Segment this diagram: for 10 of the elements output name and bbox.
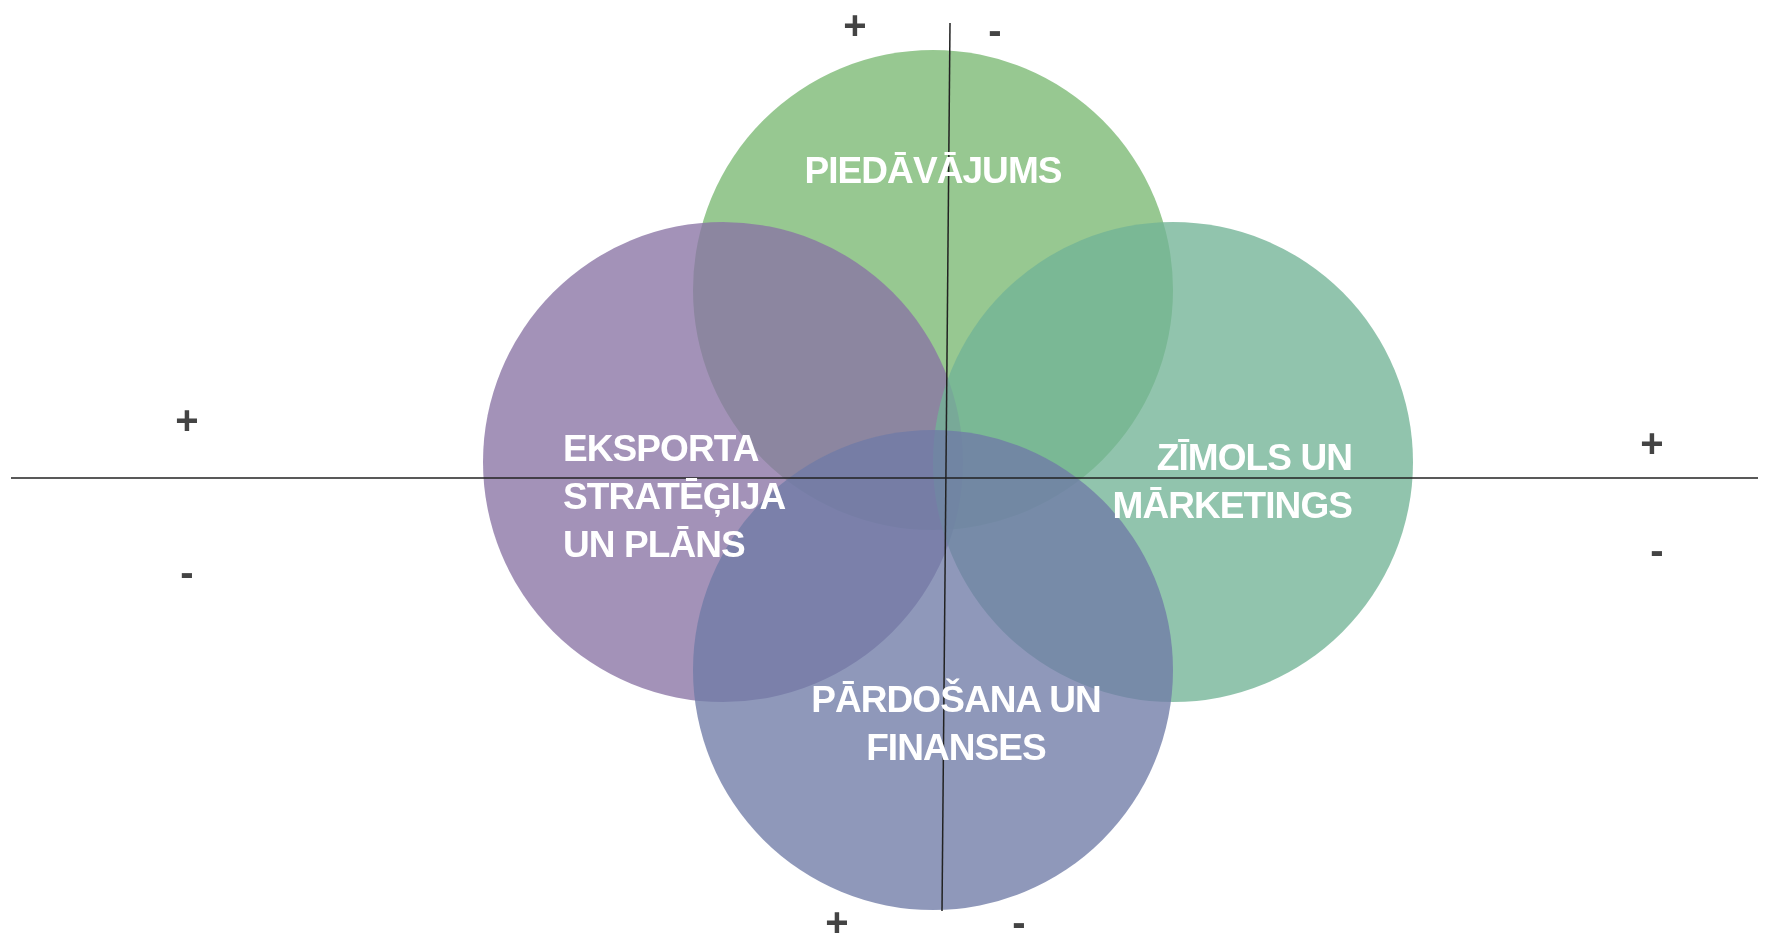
circle-label: EKSPORTA STRATĒĢIJA UN PLĀNS [563,426,786,568]
sign-label: - [180,552,194,592]
sign-label: + [825,902,849,939]
sign-label: - [988,10,1002,50]
sign-label: + [1640,423,1664,463]
sign-label: + [843,5,867,45]
circle-label: ZĪMOLS UN MĀRKETINGS [1111,435,1352,528]
sign-label: - [1012,902,1026,939]
sign-label: + [175,400,199,440]
sign-label: - [1650,530,1664,570]
